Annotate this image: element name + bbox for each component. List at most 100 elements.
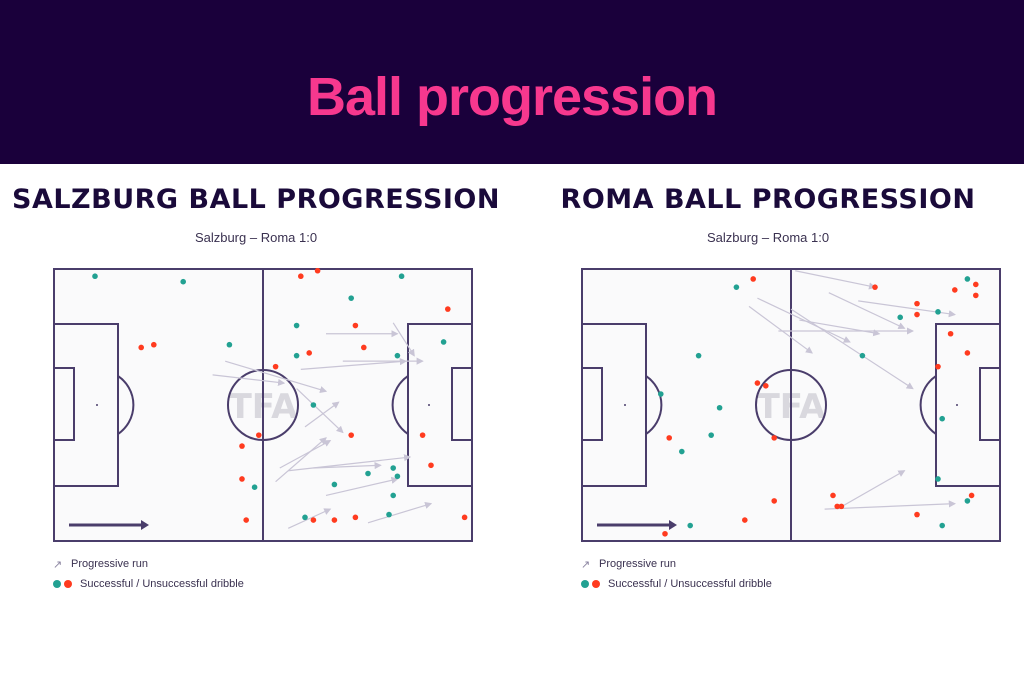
progressive-run [824,500,956,510]
unsuccessful-dribble [428,462,434,469]
unsuccessful-dribble [138,344,144,351]
left-six-yard-box [581,367,603,441]
successful-dribble [964,276,971,282]
successful-dribble [92,273,98,280]
legend: ↗ Progressive run Successful / Unsuccessf… [53,554,244,594]
legend-dribble-label: Successful / Unsuccessful dribble [80,578,244,590]
unsuccessful-dribble [973,292,979,299]
unsuccessful-dribble [952,287,958,293]
successful-dribble [365,470,371,477]
successful-dribble [226,341,233,348]
progressive-run [790,308,914,390]
unsuccessful-dribble [666,435,672,441]
center-circle [755,369,827,441]
page-title: Ball progression [306,67,718,127]
successful-dribble [935,309,941,315]
progressive-run [325,476,399,497]
unsuccessful-dribble [310,517,317,523]
penalty-spot [428,404,430,406]
successful-dribble [708,432,714,438]
successful-dribble [386,511,392,518]
legend: ↗Progressive run Successful / Unsuccessf… [581,554,772,594]
header-banner: Ball progression [0,0,1024,164]
successful-dribble [398,273,405,280]
successful-dribble [716,404,723,411]
progressive-run [288,454,412,472]
unsuccessful-dribble [935,363,941,370]
unsuccessful-dribble [771,435,777,441]
arrowhead-icon [141,520,149,530]
progressive-run [300,358,407,370]
successful-dribble [687,522,693,529]
successful-dribble [658,391,664,397]
unsuccessful-dribble [361,344,367,351]
panel-title: ROMA BALL PROGRESSION [560,184,976,215]
progressive-run [836,470,906,510]
unsuccessful-dot-icon [64,580,72,588]
left-six-yard-box [53,367,75,441]
successful-dot-icon [581,580,589,588]
left-penalty-arc [645,375,663,435]
salzburg-panel: SALZBURG BALL PROGRESSION Salzburg – Rom… [0,164,512,683]
unsuccessful-dribble [914,300,920,307]
successful-dribble [293,322,300,329]
right-six-yard-box [979,367,1001,441]
unsuccessful-dribble [239,443,245,449]
unsuccessful-dribble [445,306,451,312]
successful-dribble [390,465,397,471]
unsuccessful-dribble [239,476,245,482]
successful-dribble [331,481,338,488]
unsuccessful-dribble [834,503,840,510]
successful-dribble [440,339,447,345]
roma-panel: ROMA BALL PROGRESSION Salzburg – Roma 1:… [512,164,1024,683]
successful-dribble [180,278,186,285]
right-penalty-arc [391,375,409,435]
legend-run-label: Progressive run [71,558,149,570]
unsuccessful-dribble [243,517,249,523]
successful-dribble [310,402,317,408]
progressive-run [212,374,286,386]
progressive-run [296,388,344,434]
progressive-run [275,437,327,483]
successful-dribble [251,484,258,490]
successful-dribble [348,295,355,301]
unsuccessful-dribble [750,276,756,282]
unsuccessful-dribble [256,432,262,438]
successful-dribble [293,352,300,359]
right-six-yard-box [451,367,473,441]
unsuccessful-dribble [352,322,359,329]
successful-dribble [939,522,945,529]
successful-dribble [939,415,945,422]
unsuccessful-dot-icon [592,580,600,588]
penalty-spot [624,404,626,406]
progressive-run [225,360,328,394]
unsuccessful-dribble [352,514,359,521]
left-penalty-arc [117,375,135,435]
unsuccessful-dribble [348,432,355,438]
successful-dribble [679,448,685,455]
progressive-run [748,305,813,354]
center-circle [227,369,299,441]
match-subtitle: Salzburg – Roma 1:0 [194,230,318,245]
progressive-run [287,508,332,529]
unsuccessful-dribble [306,350,312,356]
unsuccessful-dribble [872,284,878,290]
unsuccessful-dribble [947,330,954,337]
arrow-icon: ↗ [53,558,63,571]
successful-dribble [859,352,866,359]
penalty-spot [956,404,958,406]
successful-dribble [935,476,941,482]
successful-dribble [897,314,903,321]
progressive-run [304,401,340,428]
unsuccessful-dribble [662,530,668,537]
unsuccessful-dribble [419,432,426,438]
unsuccessful-dribble [314,268,321,274]
progressive-run [828,292,906,329]
unsuccessful-dribble [151,341,157,348]
successful-dot-icon [53,580,61,588]
unsuccessful-dribble [838,503,845,510]
progressive-run [367,501,433,524]
unsuccessful-dribble [771,498,777,504]
unsuccessful-dribble [973,281,979,288]
unsuccessful-dribble [914,311,920,318]
